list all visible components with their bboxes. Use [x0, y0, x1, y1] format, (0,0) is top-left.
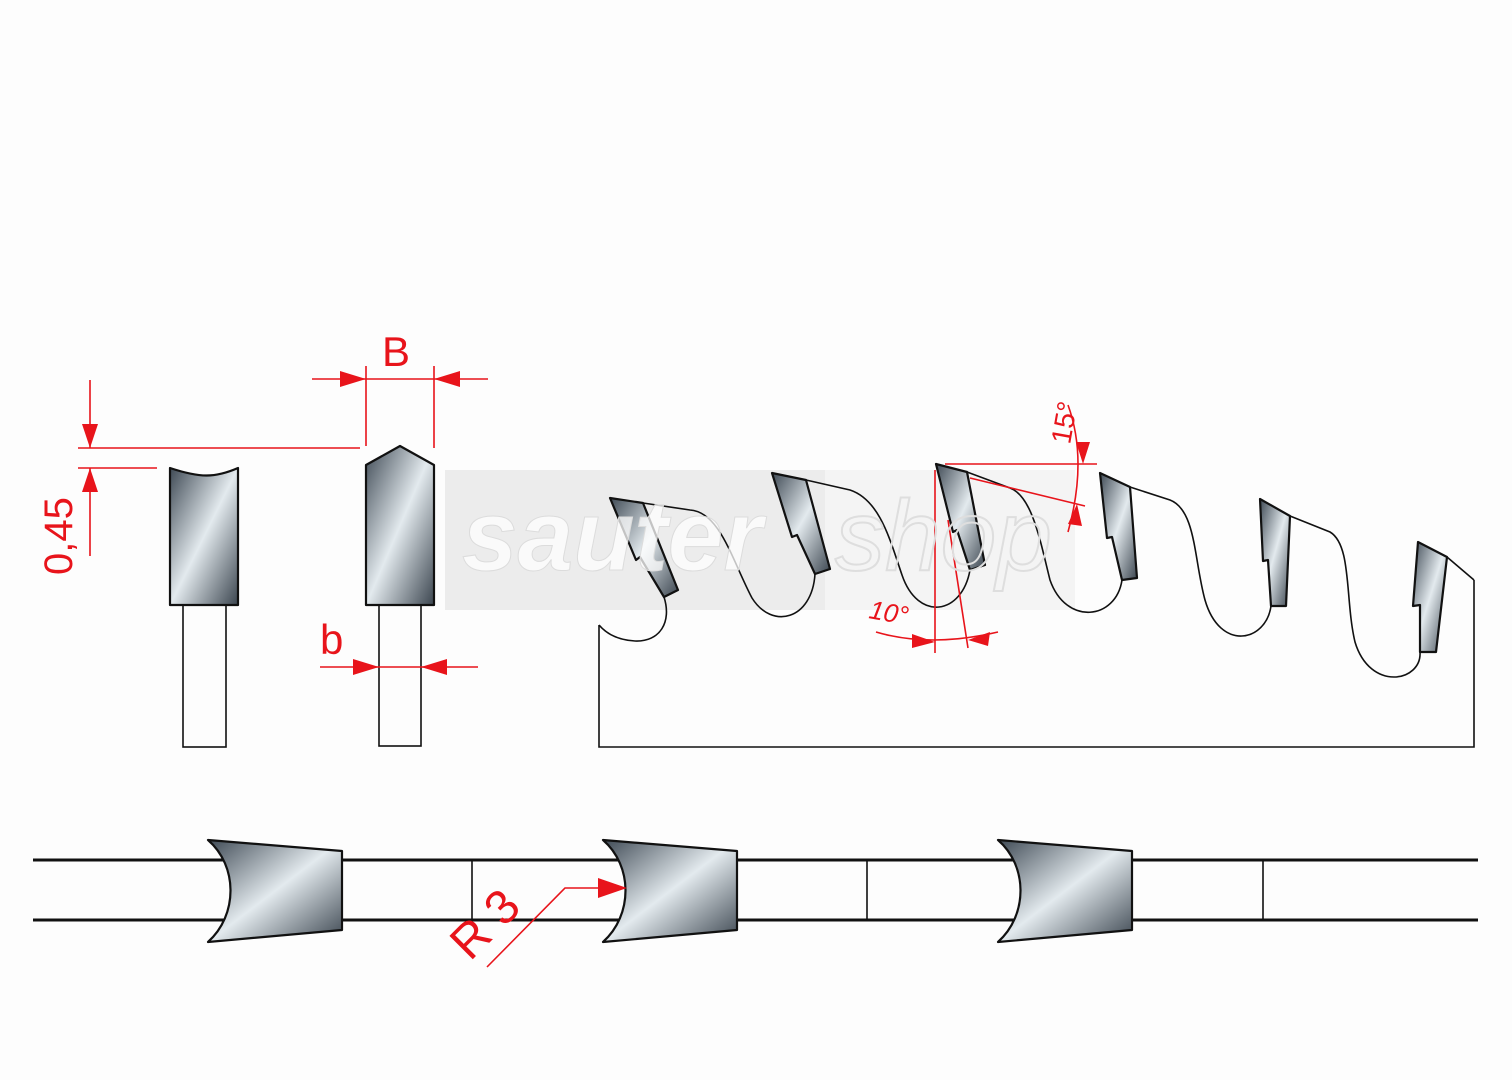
label-body-thickness: b — [320, 616, 343, 663]
watermark: sauter shop — [462, 479, 1053, 593]
label-clearance-angle: 15° — [1045, 399, 1083, 446]
tooth-profile-pointed — [364, 444, 436, 747]
watermark-text-sauter: sauter — [462, 480, 767, 592]
tooth-profile-concave — [168, 466, 240, 748]
dimension-radius: R 3 — [440, 878, 627, 970]
watermark-text-shop: shop — [835, 480, 1052, 592]
dimension-tooth-width: B — [312, 328, 488, 448]
saw-blade-profile — [598, 462, 1475, 748]
blade-top-view — [33, 838, 1478, 944]
dimension-hook-angle: 10° — [867, 470, 999, 653]
dimension-body-thickness: b — [320, 616, 478, 675]
dimension-clearance-angle: 15° — [945, 399, 1097, 533]
label-hook-angle: 10° — [867, 594, 911, 630]
label-tooth-width: B — [382, 328, 410, 375]
label-radius: R 3 — [440, 879, 530, 969]
label-chamfer-height: 0,45 — [37, 497, 81, 575]
dimension-chamfer-height: 0,45 — [37, 380, 360, 575]
